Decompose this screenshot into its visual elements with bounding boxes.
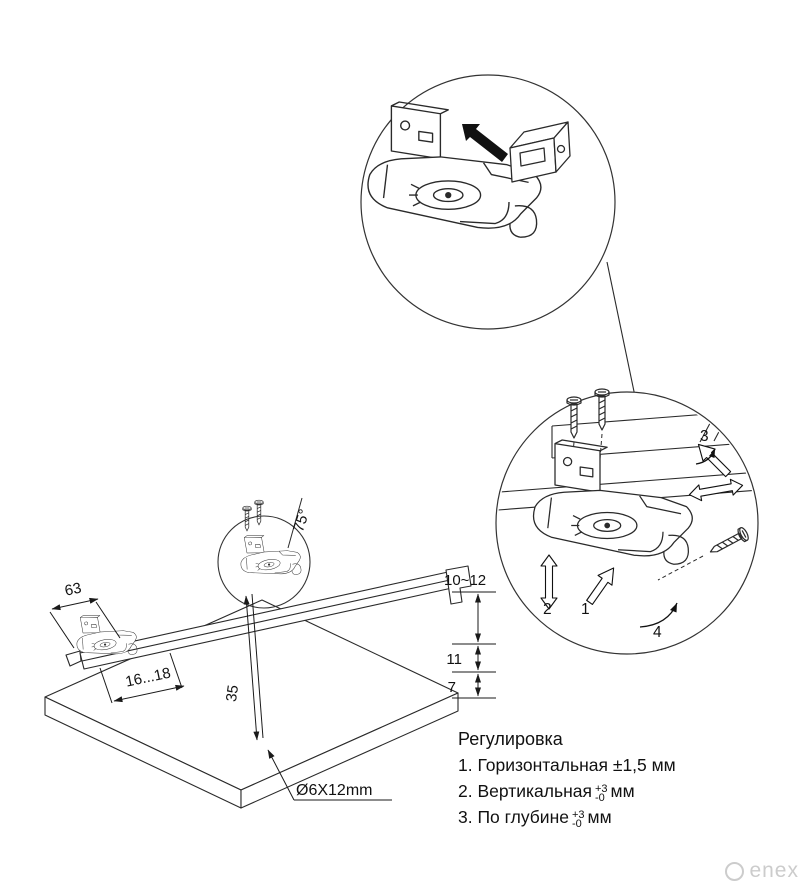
angle-leader-line [287,497,303,549]
dim-35-group [243,593,264,741]
dim-63: 63 [63,580,83,600]
detail-side-circle: 3 2 1 4 [495,388,759,655]
dim-35: 35 [223,684,242,703]
legend-depth-unit: мм [587,807,612,827]
callout-3: 3 [700,428,709,445]
legend-heading: Регулировка [458,729,563,749]
detail-top-circle [360,74,616,330]
screw-spec-leader [267,749,295,801]
legend-line-horizontal: 1. Горизонтальная ±1,5 мм [458,755,676,775]
dim-angle: 75° [290,507,313,534]
dim-10-12: 10~12 [444,572,486,589]
mid-bracket-highlight-circle [217,515,311,609]
latch-component [509,121,571,183]
panel-right-face [240,692,459,809]
mini-screw-2 [254,499,264,526]
dim-screw-spec: Ø6X12mm [296,782,372,799]
mid-bracket-mini [235,526,304,585]
slide-rail [65,565,472,670]
dim-11: 11 [446,651,462,668]
legend-depth-tolerance: +3-0 [571,808,585,830]
release-arrowhead [670,603,677,613]
insert-direction-arrow [462,124,508,162]
callout-1: 1 [581,601,590,618]
dim-height-group [452,591,496,699]
angled-screw-axis [657,555,704,581]
legend-vertical-unit: мм [610,781,635,801]
legend-vertical-text: 2. Вертикальная [458,781,592,801]
adjustment-legend: Регулировка 1. Горизонтальная ±1,5 мм 2.… [458,726,798,830]
dim-7: 7 [448,679,456,696]
screw-axis-2 [597,433,603,485]
rail-left-hook [65,650,82,667]
dim-16-18-group [99,652,185,704]
legend-vertical-tolerance: +3-0 [594,782,608,804]
dim-63-group [49,597,121,649]
rail-mid-line [81,579,451,662]
watermark-text: enex [749,859,799,882]
tilt-arrowhead [709,449,715,458]
callout-2: 2 [543,601,552,618]
watermark: enex [725,859,799,883]
callout-4: 4 [653,624,662,641]
legend-depth-text: 3. По глубине [458,807,569,827]
watermark-logo-icon [725,861,745,881]
rail-end-cap [445,565,472,605]
